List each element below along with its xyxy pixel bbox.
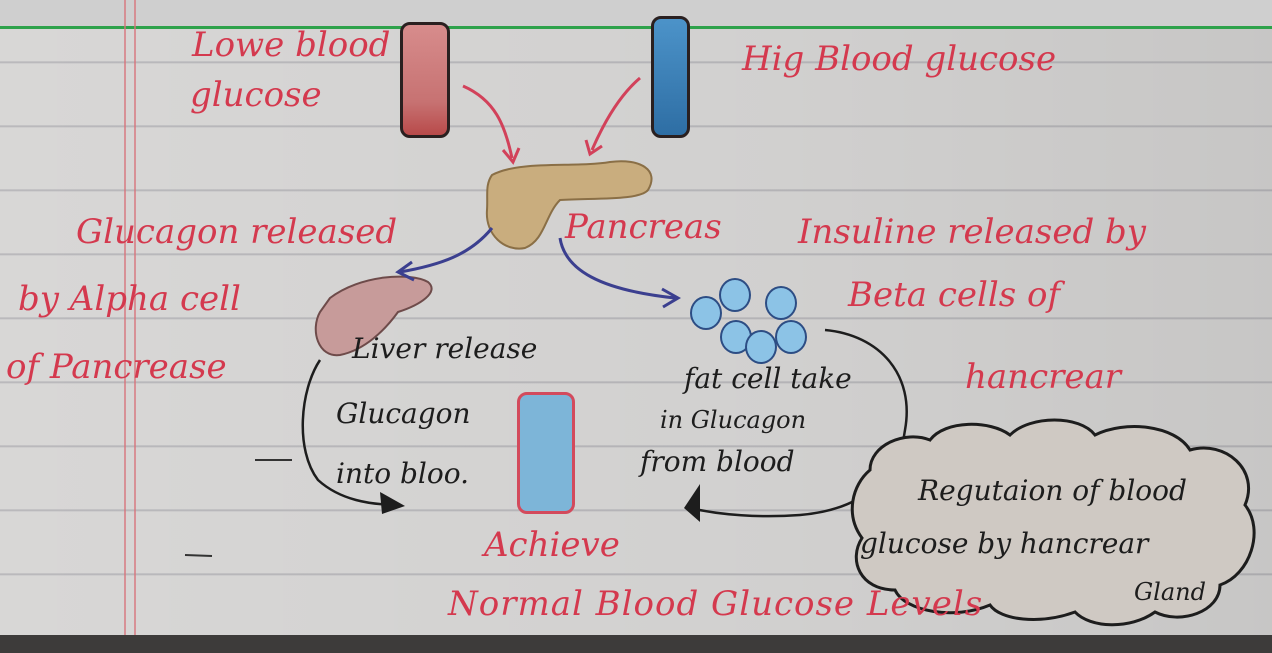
- glucagon-label: Glucagon: [336, 400, 471, 428]
- fat-cell: [690, 296, 722, 330]
- from-blood-label: from blood: [640, 448, 795, 476]
- normal-levels-label: Normal Blood Glucose Levels: [448, 587, 983, 621]
- glucagon-released-label: Glucagon released: [76, 215, 397, 249]
- page-bottom-edge: [0, 635, 1272, 653]
- insuline-released-label: Insuline released by: [798, 215, 1146, 249]
- low-blood-label: Lowe blood: [192, 28, 390, 62]
- high-glucose-tube: [651, 16, 690, 138]
- pancreas-label: Pancreas: [565, 210, 722, 244]
- into-blood-label: into bloo.: [336, 460, 469, 488]
- in-glucagon-label: in Glucagon: [660, 408, 806, 432]
- arrow-low-to-pancreas: [463, 86, 512, 158]
- regulation-line2: glucose by hancrear: [860, 530, 1148, 558]
- regulation-line1: Regutaion of blood: [918, 477, 1187, 505]
- low-glucose-tube: [400, 22, 450, 138]
- by-alpha-cell-label: by Alpha cell: [18, 282, 241, 316]
- low-glucose-label: glucose: [190, 78, 322, 112]
- of-pancrease-label: of Pancrease: [6, 350, 227, 384]
- liver-release-label: Liver release: [352, 335, 537, 363]
- fat-cell: [719, 278, 751, 312]
- arrow-pancreas-to-liver: [400, 228, 492, 272]
- fat-cell: [765, 286, 797, 320]
- fat-cell: [775, 320, 807, 354]
- normal-glucose-tube: [517, 392, 575, 514]
- fat-cell: [745, 330, 777, 364]
- arrow-high-to-pancreas: [592, 78, 640, 150]
- fat-cell-take-label: fat cell take: [684, 365, 852, 393]
- arrow-pancreas-to-fat: [560, 238, 675, 298]
- achieve-label: Achieve: [484, 528, 620, 562]
- beta-cells-label: Beta cells of: [848, 278, 1060, 312]
- gland-label: Gland: [1134, 580, 1206, 604]
- pancrear-label: hancrear: [965, 360, 1121, 394]
- high-glucose-label: Hig Blood glucose: [742, 42, 1056, 76]
